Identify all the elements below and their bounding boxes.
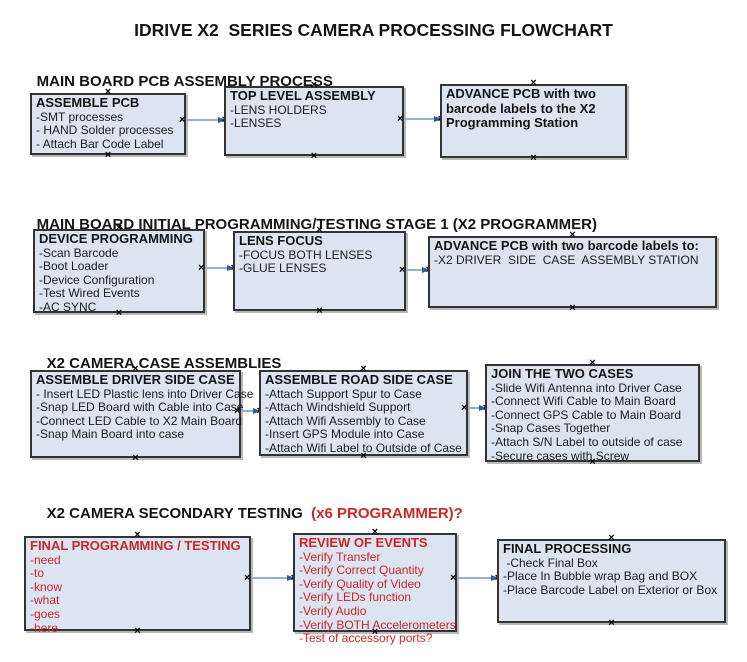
box-items: -X2 DRIVER SIDE CASE ASSEMBLY STATION (434, 252, 711, 268)
box-title: ASSEMBLE PCB (36, 95, 140, 110)
connector-arrow (234, 406, 263, 417)
box-items: -Slide Wifi Antenna into Driver Case-Con… (491, 380, 694, 464)
box-title: LENS FOCUS (239, 233, 323, 248)
box-items: -Check Final Box-Place In Bubble wrap Ba… (503, 555, 720, 598)
box-line: -Secure cases with Screw (491, 448, 630, 463)
box-line: - Attach Bar Code Label (36, 136, 164, 151)
box-title: ASSEMBLE ROAD SIDE CASE (265, 372, 453, 387)
box-title: ADVANCE PCB with two barcode labels to: (434, 238, 699, 253)
box-title: FINAL PROCESSING (503, 541, 632, 556)
box-line: -Connect GPS Cable to Main Board (491, 407, 682, 422)
box-line: -know (30, 579, 63, 594)
flow-box-review-of-events: REVIEW OF EVENTS -Verify Transfer-Verify… (293, 533, 457, 645)
box-line: -LENSES (230, 116, 282, 131)
flow-box-final-processing: FINAL PROCESSING -Check Final Box-Place … (497, 539, 726, 623)
flow-box-assemble-pcb: ASSEMBLE PCB -SMT processes- HAND Solder… (30, 93, 186, 155)
box-line: - HAND Solder processes (36, 123, 174, 138)
box-items: -FOCUS BOTH LENSES-GLUE LENSES (239, 247, 400, 276)
box-line: -Check Final Box (503, 555, 598, 570)
flow-box-lens-focus: LENS FOCUS -FOCUS BOTH LENSES-GLUE LENSE… (233, 231, 406, 311)
box-line: -Verify Audio (299, 603, 367, 618)
box-line: -Snap Main Board into case (36, 427, 185, 442)
section-header-text: X2 CAMERA CASE ASSEMBLIES (46, 355, 282, 372)
connector-arrow (397, 114, 444, 125)
box-items: - Insert LED Plastic lens into Driver Ca… (36, 386, 254, 442)
box-line: -SMT processes (36, 109, 124, 124)
box-line: -goes (30, 606, 61, 621)
box-line: -Verify BOTH Accelerometers (299, 617, 456, 632)
box-line: -Verify LEDs function (299, 590, 412, 605)
box-line: -Boot Loader (39, 259, 109, 274)
box-line: -Test of accessory ports? (299, 631, 433, 646)
connector-arrow (244, 573, 297, 584)
flow-box-join-the-two-cases: JOIN THE TWO CASES -Slide Wifi Antenna i… (485, 364, 700, 462)
flow-box-final-programming-testing: FINAL PROGRAMMING / TESTING -need-to-kno… (24, 536, 251, 634)
box-items: -LENS HOLDERS-LENSES (230, 102, 398, 131)
connector-arrow (179, 115, 228, 126)
flow-box-assemble-driver-side-case: ASSEMBLE DRIVER SIDE CASE - Insert LED P… (30, 370, 254, 458)
flow-box-top-level-assembly: TOP LEVEL ASSEMBLY -LENS HOLDERS-LENSES (224, 86, 404, 156)
box-line: -FOCUS BOTH LENSES (239, 247, 373, 262)
box-title: ADVANCE PCB with two barcode labels to t… (446, 86, 596, 131)
box-line: -what (30, 593, 60, 608)
box-title: FINAL PROGRAMMING / TESTING (30, 538, 241, 553)
section-header-red-text: (x6 PROGRAMMER)? (306, 505, 463, 522)
box-line: -Insert GPS Module into Case (265, 427, 425, 442)
box-title: ASSEMBLE DRIVER SIDE CASE (36, 372, 235, 387)
box-line: -Snap Cases Together (491, 421, 611, 436)
box-line: -Verify Quality of Video (299, 576, 421, 591)
box-title: JOIN THE TWO CASES (491, 366, 634, 381)
box-line: - Insert LED Plastic lens into Driver Ca… (36, 386, 254, 401)
section-header-case-assemblies: X2 CAMERA CASE ASSEMBLIES (30, 338, 282, 389)
box-line: -need (30, 552, 61, 567)
box-items: -Attach Support Spur to Case-Attach Wind… (265, 386, 462, 456)
box-line: -Verify Correct Quantity (299, 563, 424, 578)
box-line: -Snap LED Board with Cable into Case (36, 400, 244, 415)
box-items: -need-to-know-what-goes-here (30, 552, 245, 636)
connector-arrow (198, 263, 237, 274)
flow-box-device-programming: DEVICE PROGRAMMING -Scan Barcode-Boot Lo… (33, 229, 205, 315)
section-header-secondary-testing: X2 CAMERA SECONDARY TESTING (x6 PROGRAMM… (30, 488, 463, 539)
box-line: -to (30, 566, 45, 581)
box-line: -GLUE LENSES (239, 261, 327, 276)
box-line: -Attach Wifi Assembly to Case (265, 413, 426, 428)
box-line: -Connect Wifi Cable to Main Board (491, 394, 676, 409)
box-line: -LENS HOLDERS (230, 102, 327, 117)
box-line: -Attach Windshield Support (265, 400, 411, 415)
box-line: -Scan Barcode (39, 245, 119, 260)
box-items: -SMT processes- HAND Solder processes- A… (36, 109, 180, 152)
box-line: -Attach Support Spur to Case (265, 386, 422, 401)
box-line: -here (30, 620, 59, 635)
box-line: -Place Barcode Label on Exterior or Box (503, 582, 718, 597)
flow-box-advance-pcb-driver-side: ADVANCE PCB with two barcode labels to: … (428, 236, 717, 308)
box-line: -AC SYNC (39, 299, 97, 314)
connector-arrow (461, 403, 489, 414)
box-title: DEVICE PROGRAMMING (39, 231, 193, 246)
connector-arrow (450, 573, 501, 584)
flow-box-assemble-road-side-case: ASSEMBLE ROAD SIDE CASE -Attach Support … (259, 370, 468, 456)
connector-arrow (399, 265, 432, 276)
section-header-text: X2 CAMERA SECONDARY TESTING (46, 505, 307, 522)
box-line: -Verify Transfer (299, 549, 381, 564)
flow-box-advance-pcb-programming-station: ADVANCE PCB with two barcode labels to t… (440, 84, 627, 158)
box-title: REVIEW OF EVENTS (299, 535, 428, 550)
box-line: -Attach S/N Label to outside of case (491, 434, 683, 449)
box-line: -Device Configuration (39, 272, 155, 287)
box-title: TOP LEVEL ASSEMBLY (230, 88, 376, 103)
box-line: -Test Wired Events (39, 286, 140, 301)
box-line: -Attach Wifi Label to Outside of Case (265, 440, 462, 455)
box-line: -Slide Wifi Antenna into Driver Case (491, 380, 682, 395)
page-title: IDRIVE X2 SERIES CAMERA PROCESSING FLOWC… (134, 20, 613, 40)
box-line: -X2 DRIVER SIDE CASE ASSEMBLY STATION (434, 252, 699, 267)
box-line: -Connect LED Cable to X2 Main Board (36, 413, 243, 428)
box-items: -Verify Transfer-Verify Correct Quantity… (299, 549, 456, 646)
box-items: -Scan Barcode-Boot Loader-Device Configu… (39, 245, 199, 315)
box-line: -Place In Bubble wrap Bag and BOX (503, 569, 698, 584)
